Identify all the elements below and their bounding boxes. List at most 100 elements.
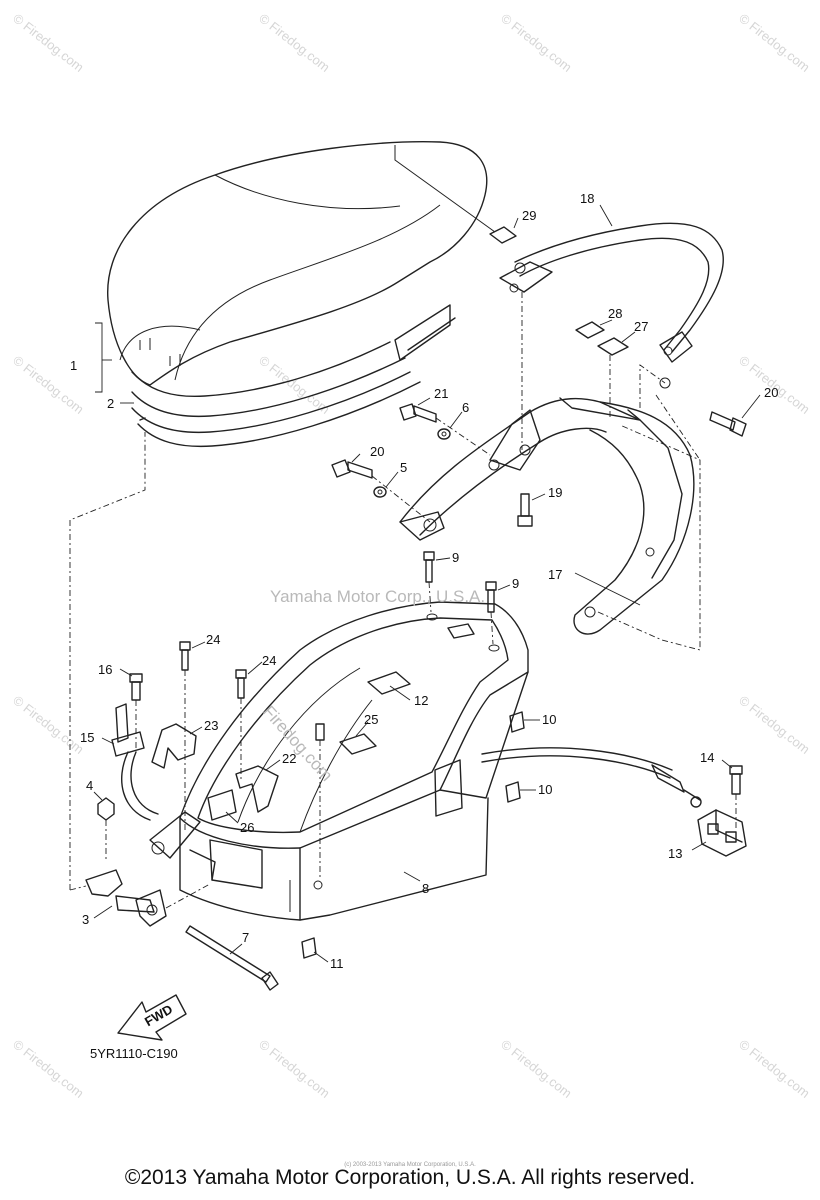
- leader-line: [265, 759, 281, 771]
- callout-21: 21: [434, 386, 448, 401]
- callout-9b: 9: [512, 576, 519, 591]
- callout-19: 19: [548, 485, 562, 500]
- callout-5: 5: [400, 460, 407, 475]
- callout-10a: 10: [542, 712, 556, 727]
- leader-line: [355, 721, 369, 737]
- leader-line: [229, 943, 243, 955]
- leader-line: [389, 685, 411, 701]
- leader-line: [721, 759, 733, 769]
- diagram-code: 5YR1110-C190: [90, 1046, 178, 1061]
- dashdot-line: [639, 364, 666, 408]
- dashdot-line: [165, 883, 211, 909]
- collar-5: [373, 486, 387, 498]
- leader-line: [417, 397, 431, 406]
- callout-13: 13: [668, 846, 682, 861]
- callout-25: 25: [364, 712, 378, 727]
- seat-assembly: [107, 141, 496, 448]
- watermark: © Firedog.com: [498, 1037, 575, 1101]
- leader-line: [95, 322, 103, 393]
- callout-10b: 10: [538, 782, 552, 797]
- dashdot-line: [371, 475, 431, 523]
- leader-line: [313, 951, 329, 963]
- bolt-20-right: [709, 411, 747, 437]
- leader-line: [741, 394, 761, 419]
- leader-line: [574, 572, 641, 606]
- collar-6: [437, 428, 451, 440]
- callout-23: 23: [204, 718, 218, 733]
- callout-29: 29: [522, 208, 536, 223]
- callout-28: 28: [608, 306, 622, 321]
- fwd-label: FWD: [142, 1001, 175, 1029]
- leader-line: [513, 217, 519, 229]
- leader-line: [119, 668, 133, 677]
- watermark: © Firedog.com: [736, 693, 813, 757]
- leader-line: [101, 737, 115, 745]
- bolt-19: [517, 493, 533, 527]
- leader-line: [247, 661, 263, 675]
- fine-print: (c) 2003-2013 Yamaha Motor Corporation, …: [344, 1162, 476, 1168]
- leader-line: [225, 811, 239, 824]
- callout-27: 27: [634, 319, 648, 334]
- dashdot-line: [597, 424, 701, 651]
- bolt-24-right: [235, 669, 247, 699]
- bolt-24-left: [179, 641, 191, 671]
- watermark: © Firedog.com: [498, 11, 575, 75]
- dashdot-line: [69, 432, 146, 890]
- watermark: © Firedog.com: [10, 1037, 87, 1101]
- bolt-9-right: [485, 581, 497, 613]
- pad-25: [339, 733, 377, 755]
- rear-frame-17: [399, 397, 695, 635]
- nut-4: [97, 797, 115, 821]
- leader-line: [385, 471, 399, 488]
- storage-box-8: [149, 601, 529, 921]
- dashdot-line: [655, 394, 701, 461]
- callout-24a: 24: [206, 632, 220, 647]
- callout-2: 2: [107, 396, 114, 411]
- bolt-9-left: [423, 551, 435, 583]
- seat-lock-13: [697, 809, 747, 857]
- callout-7: 7: [242, 930, 249, 945]
- leader-line: [691, 841, 707, 851]
- callout-1: 1: [70, 358, 77, 373]
- copyright-notice: ©2013 Yamaha Motor Corporation, U.S.A. A…: [124, 1166, 696, 1189]
- watermark: © Firedog.com: [10, 11, 87, 75]
- leader-line: [435, 557, 451, 561]
- leader-line: [191, 641, 206, 649]
- fwd-arrow-icon: FWD: [117, 994, 187, 1041]
- bolt-14: [729, 765, 743, 795]
- callout-8: 8: [422, 881, 429, 896]
- clip-10-lower: [505, 781, 521, 803]
- leader-line: [599, 204, 613, 227]
- leader-line: [351, 453, 361, 463]
- bolt-20-left: [331, 459, 373, 479]
- lock-15: [111, 703, 159, 821]
- callout-24b: 24: [262, 653, 276, 668]
- dashdot-line: [490, 611, 494, 645]
- callout-22: 22: [282, 751, 296, 766]
- leader-line: [403, 871, 421, 882]
- callout-20a: 20: [764, 385, 778, 400]
- leader-line: [189, 726, 203, 735]
- screw-16: [129, 673, 143, 701]
- grab-bar-18: [499, 222, 724, 389]
- callout-14: 14: [700, 750, 714, 765]
- pin-7: [185, 925, 279, 991]
- callout-labels: 1 2 3 4 5 6 7 8 9 9 10 10 11 12 13 14 15…: [70, 191, 778, 971]
- callout-18: 18: [580, 191, 594, 206]
- clip-11: [301, 937, 317, 959]
- sticker-29: [489, 226, 517, 244]
- dashdot-line: [69, 885, 87, 891]
- callout-11: 11: [330, 956, 344, 971]
- callout-4: 4: [86, 778, 93, 793]
- clip-10-upper: [509, 711, 525, 733]
- callout-16: 16: [98, 662, 112, 677]
- leader-line: [531, 493, 546, 501]
- pad-12: [367, 671, 411, 695]
- hinge-bracket-3: [85, 869, 167, 927]
- watermark: © Firedog.com: [256, 11, 333, 75]
- callout-9a: 9: [452, 550, 459, 565]
- bracket-23: [151, 723, 197, 769]
- leader-line: [599, 319, 613, 326]
- watermark: © Firedog.com: [736, 11, 813, 75]
